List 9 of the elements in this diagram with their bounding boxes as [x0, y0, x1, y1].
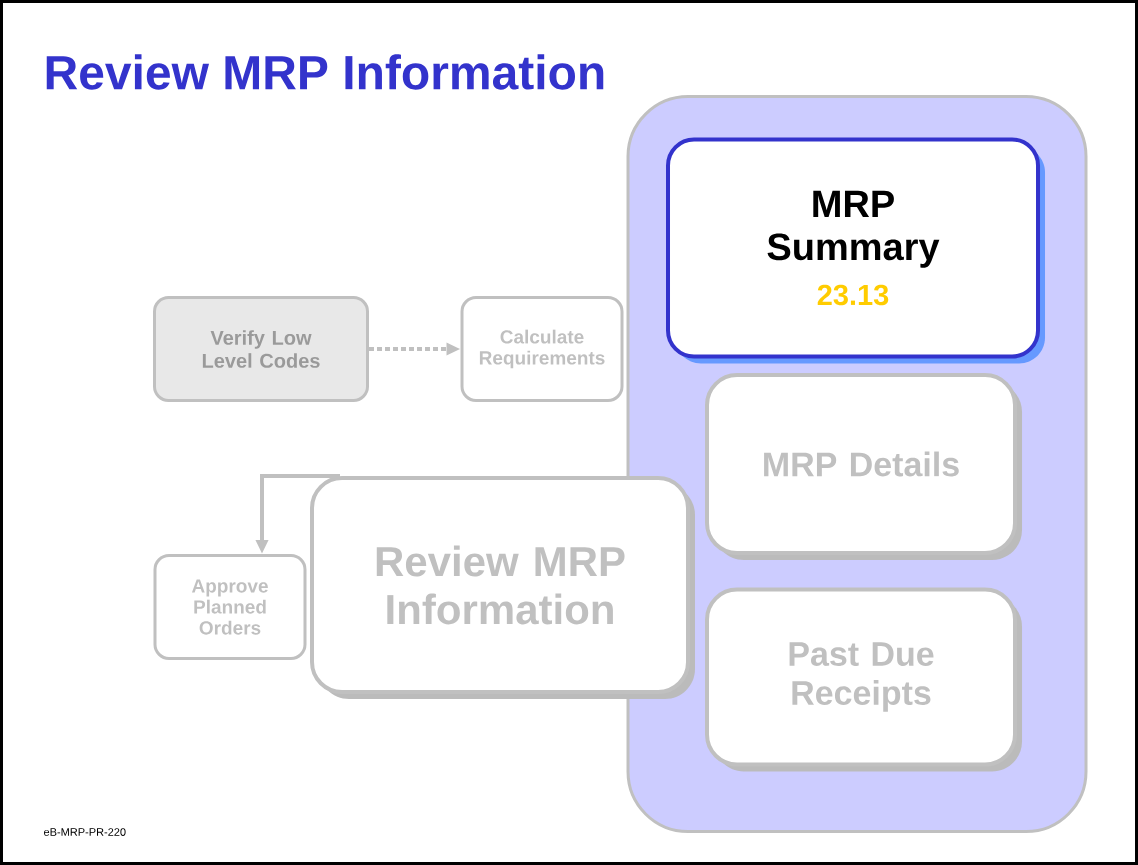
process-box: Past Due Receipts: [705, 587, 1022, 772]
process-box: Approve Planned Orders: [153, 554, 307, 660]
process-box: Calculate Requirements: [460, 296, 624, 402]
title: Review MRP Information: [46, 54, 604, 90]
process-box: Review MRP Information: [310, 476, 695, 699]
document-code: eB-MRP-PR-220: [44, 828, 126, 836]
process-box: Verify Low Level Codes: [153, 296, 369, 402]
highlighted-box: MRP Summary 23.13: [666, 137, 1045, 364]
process-box: MRP Details: [705, 373, 1022, 560]
